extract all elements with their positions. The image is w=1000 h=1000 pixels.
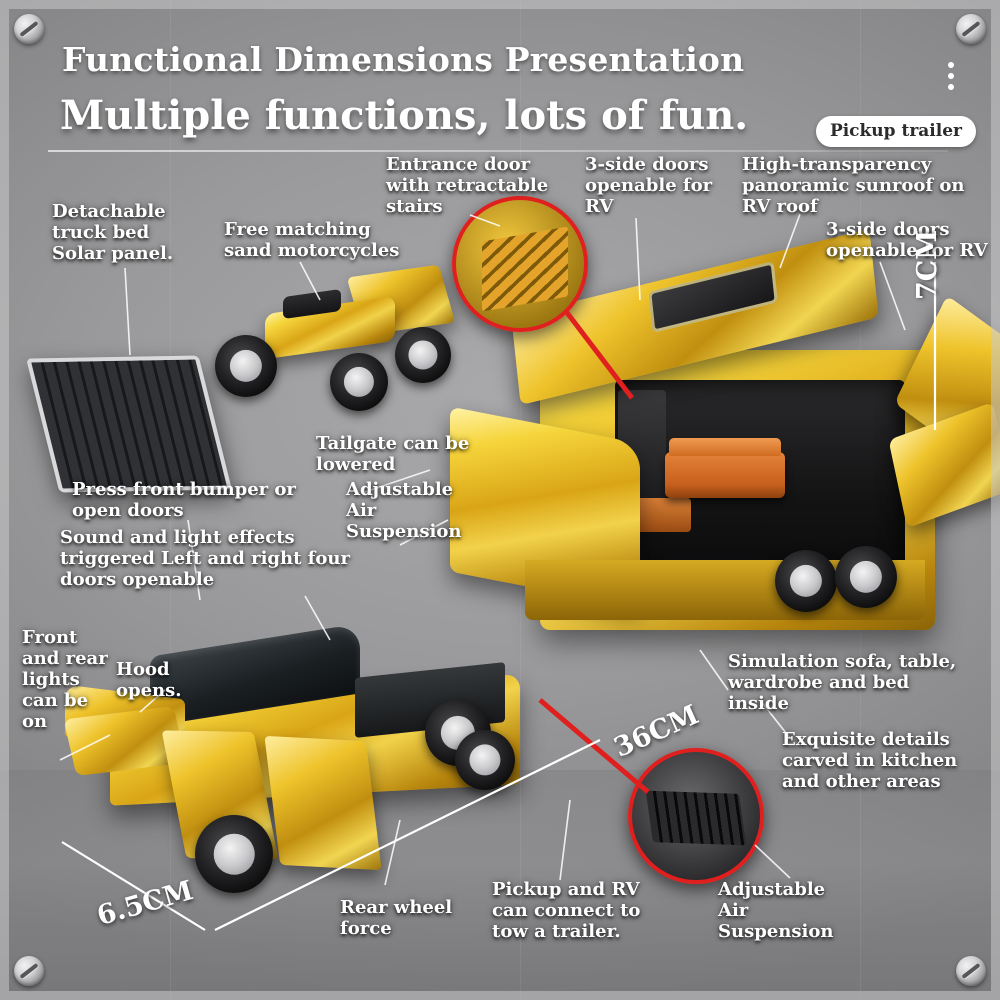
annotation-entrance-door: Entrance door with retractable stairs xyxy=(386,154,549,217)
truck-wheel xyxy=(195,815,273,893)
annotation-three-side-doors: 3-side doors openable for RV xyxy=(585,154,713,217)
rv-sofa xyxy=(665,438,785,498)
annotation-tailgate-lowered: Tailgate can be lowered xyxy=(316,433,470,475)
annotation-sand-motorcycles: Free matching sand motorcycles xyxy=(224,219,400,261)
annotation-press-front-bumper: Press front bumper or open doors xyxy=(72,479,296,521)
page-title: Functional Dimensions Presentation xyxy=(62,40,745,79)
backdrop-seam xyxy=(170,0,171,1000)
rv-wheel xyxy=(835,546,897,608)
atv-wheel xyxy=(395,327,451,383)
page-subtitle: Multiple functions, lots of fun. xyxy=(60,92,749,139)
annotation-rear-wheel-force: Rear wheel force xyxy=(340,897,453,939)
annotation-sound-light-effects: Sound and light effects triggered Left a… xyxy=(60,527,350,590)
screw-icon xyxy=(14,956,44,986)
annotation-three-side-doors-2: 3-side doors openable for RV xyxy=(826,219,988,261)
annotation-pickup-rv-connect: Pickup and RV can connect to tow a trail… xyxy=(492,879,641,942)
annotation-hood-opens: Hood opens. xyxy=(116,659,182,701)
annotation-air-suspension-1: Adjustable Air Suspension xyxy=(346,479,462,542)
title-divider xyxy=(48,150,948,152)
atv-wheel xyxy=(330,353,388,411)
status-badge: Pickup trailer xyxy=(815,116,976,147)
sand-motorcycle-illustration xyxy=(205,264,456,440)
dimension-height: 7CM xyxy=(912,229,943,300)
screw-icon xyxy=(956,956,986,986)
rv-wheel xyxy=(775,550,837,612)
annotation-simulation-sofa: Simulation sofa, table, wardrobe and bed… xyxy=(728,651,957,714)
retractable-stairs xyxy=(482,226,568,312)
annotation-air-suspension-2: Adjustable Air Suspension xyxy=(718,879,834,942)
callout-air-suspension xyxy=(628,748,764,884)
annotation-front-rear-lights: Front and rear lights can be on xyxy=(22,627,108,732)
truck-wheel xyxy=(455,730,515,790)
annotation-panoramic-sunroof: High-transparency panoramic sunroof on R… xyxy=(742,154,965,217)
annotation-exquisite-details: Exquisite details carved in kitchen and … xyxy=(782,729,958,792)
annotation-detachable-solar: Detachable truck bed Solar panel. xyxy=(52,201,174,264)
screw-icon xyxy=(14,14,44,44)
suspension-ramp xyxy=(645,790,747,846)
atv-wheel xyxy=(215,335,277,397)
rv-table xyxy=(631,498,691,532)
kebab-menu-icon[interactable] xyxy=(948,62,954,90)
truck-rear-door-open xyxy=(264,735,382,871)
detachable-solar-panel xyxy=(26,355,232,493)
screw-icon xyxy=(956,14,986,44)
